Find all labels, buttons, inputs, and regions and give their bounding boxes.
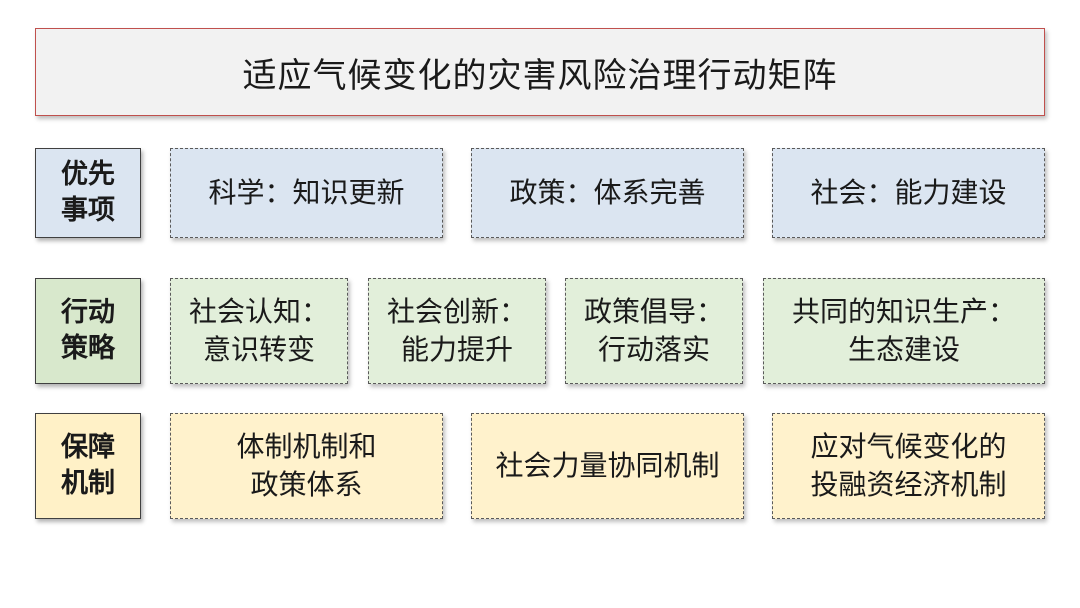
mechanism-cell-social-synergy: 社会力量协同机制 bbox=[471, 413, 744, 519]
row-label-priorities: 优先事项 bbox=[35, 148, 141, 238]
row-label-strategies: 行动策略 bbox=[35, 278, 141, 384]
strategy-cell-policy-advocacy: 政策倡导： 行动落实 bbox=[565, 278, 743, 384]
mechanism-cell-institutions: 体制机制和 政策体系 bbox=[170, 413, 443, 519]
row-label-strategies-text: 行动策略 bbox=[61, 297, 115, 364]
priority-cell-science: 科学：知识更新 bbox=[170, 148, 443, 238]
row-label-mechanisms: 保障机制 bbox=[35, 413, 141, 519]
cell-text-line1: 社会认知： bbox=[188, 295, 329, 328]
cell-text-line2: 政策体系 bbox=[250, 468, 363, 501]
mechanism-cell-finance: 应对气候变化的 投融资经济机制 bbox=[772, 413, 1045, 519]
cell-text-line1: 体制机制和 bbox=[236, 430, 377, 463]
cell-text-line1: 社会：能力建设 bbox=[810, 176, 1007, 209]
cell-text-line2: 投融资经济机制 bbox=[810, 468, 1007, 501]
cell-text-line2: 行动落实 bbox=[597, 333, 710, 366]
cell-text-line1: 社会力量协同机制 bbox=[495, 449, 720, 482]
cell-text-line2: 能力提升 bbox=[400, 333, 513, 366]
cell-text-line1: 政策倡导： bbox=[583, 295, 724, 328]
priority-cell-society: 社会：能力建设 bbox=[772, 148, 1045, 238]
cell-text-line1: 共同的知识生产： bbox=[791, 295, 1016, 328]
row-label-mechanisms-text: 保障机制 bbox=[61, 432, 115, 499]
matrix-title: 适应气候变化的灾害风险治理行动矩阵 bbox=[35, 28, 1045, 116]
cell-text-line2: 意识转变 bbox=[202, 333, 315, 366]
cell-text-line1: 政策：体系完善 bbox=[509, 176, 706, 209]
strategy-cell-social-innovation: 社会创新： 能力提升 bbox=[368, 278, 546, 384]
strategy-cell-knowledge-coproduction: 共同的知识生产： 生态建设 bbox=[763, 278, 1045, 384]
row-label-priorities-text: 优先事项 bbox=[61, 159, 115, 226]
cell-text-line1: 科学：知识更新 bbox=[208, 176, 405, 209]
strategy-cell-social-cognition: 社会认知： 意识转变 bbox=[170, 278, 348, 384]
cell-text-line2: 生态建设 bbox=[847, 333, 960, 366]
priority-cell-policy: 政策：体系完善 bbox=[471, 148, 744, 238]
matrix-title-text: 适应气候变化的灾害风险治理行动矩阵 bbox=[242, 55, 838, 96]
cell-text-line1: 社会创新： bbox=[386, 295, 527, 328]
cell-text-line1: 应对气候变化的 bbox=[810, 430, 1007, 463]
